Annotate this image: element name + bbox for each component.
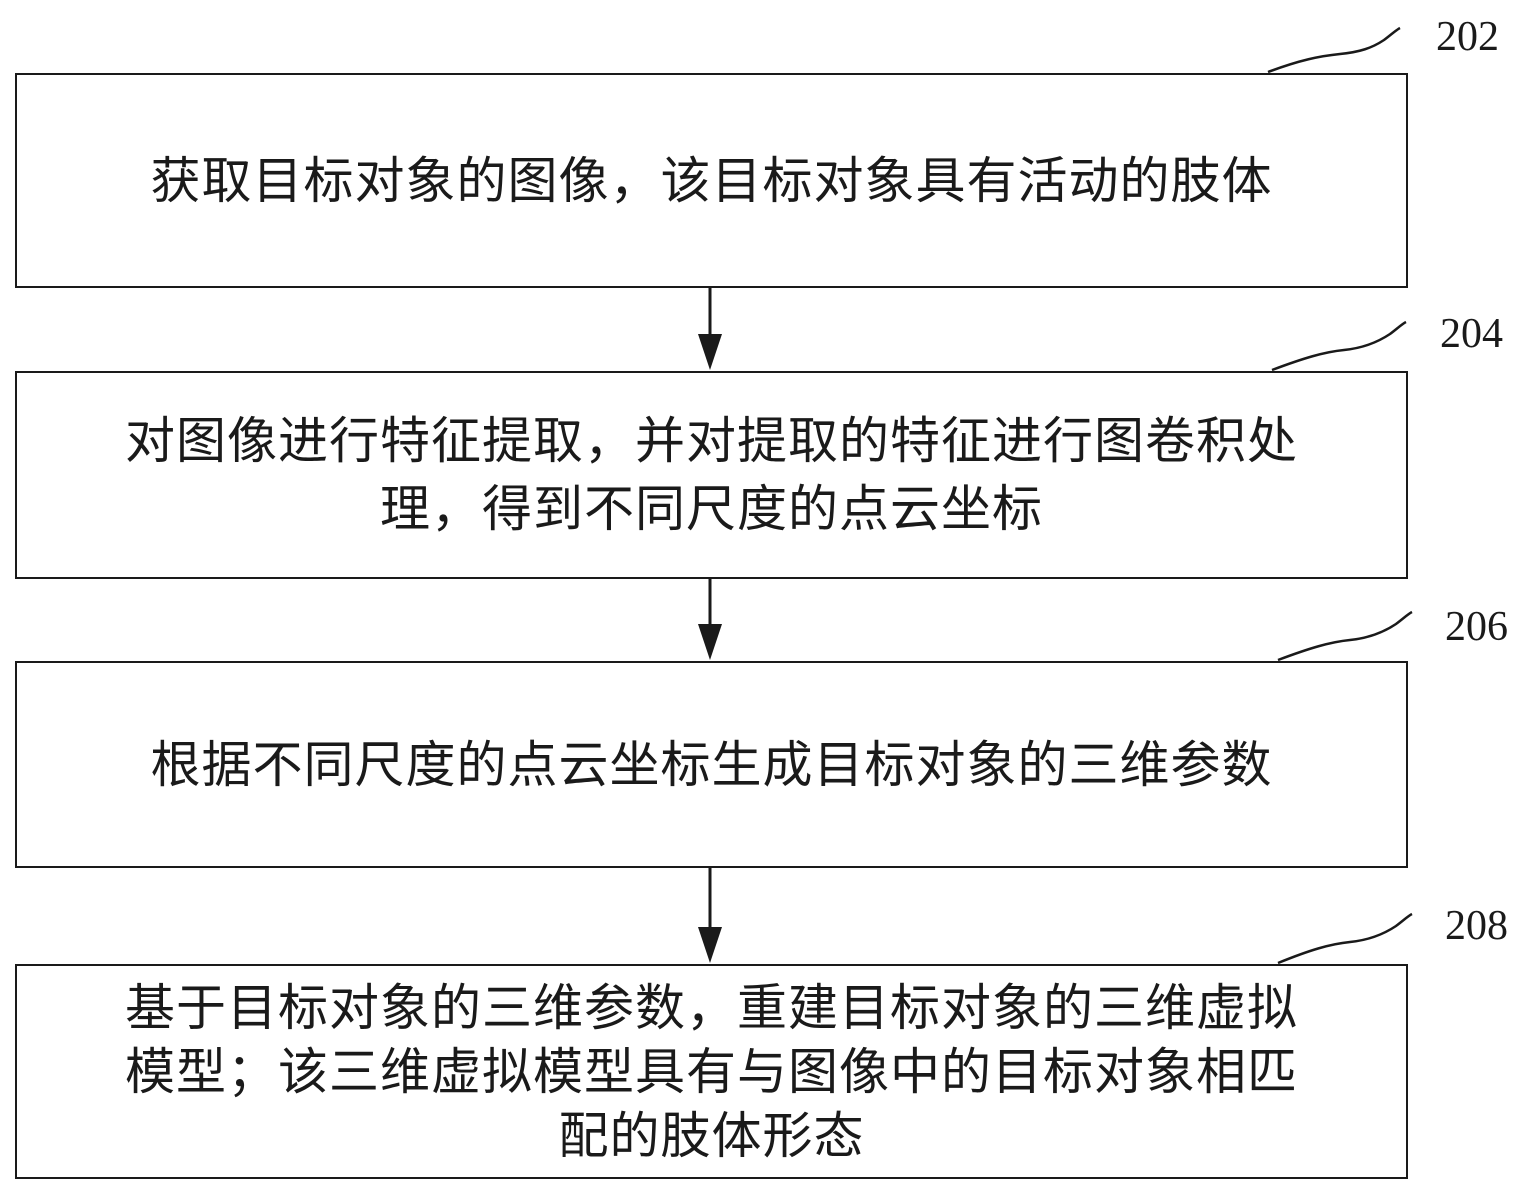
leader-line-1 <box>1267 26 1401 74</box>
step-box-204: 对图像进行特征提取，并对提取的特征进行图卷积处 理，得到不同尺度的点云坐标 <box>15 371 1408 579</box>
step-text-208: 基于目标对象的三维参数，重建目标对象的三维虚拟 模型；该三维虚拟模型具有与图像中… <box>125 978 1298 1165</box>
step-text-202: 获取目标对象的图像，该目标对象具有活动的肢体 <box>150 151 1273 210</box>
step-number-206: 206 <box>1445 604 1508 650</box>
step-number-202: 202 <box>1436 14 1499 60</box>
step-number-208: 208 <box>1445 903 1508 949</box>
step-number-204: 204 <box>1440 311 1503 357</box>
step-text-206: 根据不同尺度的点云坐标生成目标对象的三维参数 <box>150 735 1273 794</box>
leader-line-4 <box>1277 912 1413 965</box>
flow-arrow-3 <box>698 868 722 963</box>
step-box-206: 根据不同尺度的点云坐标生成目标对象的三维参数 <box>15 661 1408 868</box>
flow-arrow-1 <box>698 288 722 370</box>
step-box-208: 基于目标对象的三维参数，重建目标对象的三维虚拟 模型；该三维虚拟模型具有与图像中… <box>15 964 1408 1179</box>
flow-arrow-2 <box>698 579 722 660</box>
leader-line-3 <box>1277 610 1413 662</box>
step-box-202: 获取目标对象的图像，该目标对象具有活动的肢体 <box>15 73 1408 288</box>
step-text-204: 对图像进行特征提取，并对提取的特征进行图卷积处 理，得到不同尺度的点云坐标 <box>125 412 1298 538</box>
leader-line-2 <box>1271 320 1407 372</box>
